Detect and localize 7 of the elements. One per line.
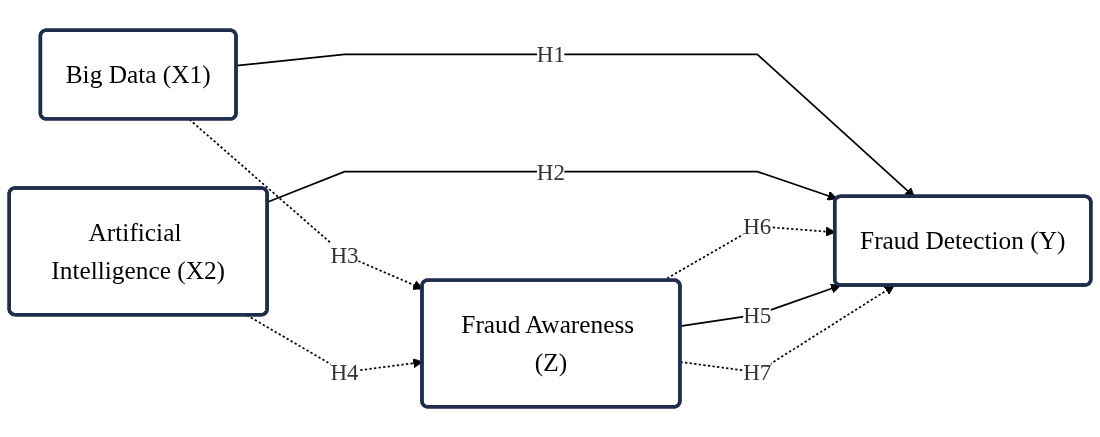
edge-label: H2 [536, 158, 566, 185]
edge-label: H1 [536, 41, 566, 68]
edge-label: H3 [330, 242, 359, 268]
edge-label: H4 [330, 359, 359, 385]
edge-label: H5 [743, 301, 772, 328]
edge-label: H6 [743, 213, 772, 239]
edge-label: H7 [743, 359, 772, 385]
